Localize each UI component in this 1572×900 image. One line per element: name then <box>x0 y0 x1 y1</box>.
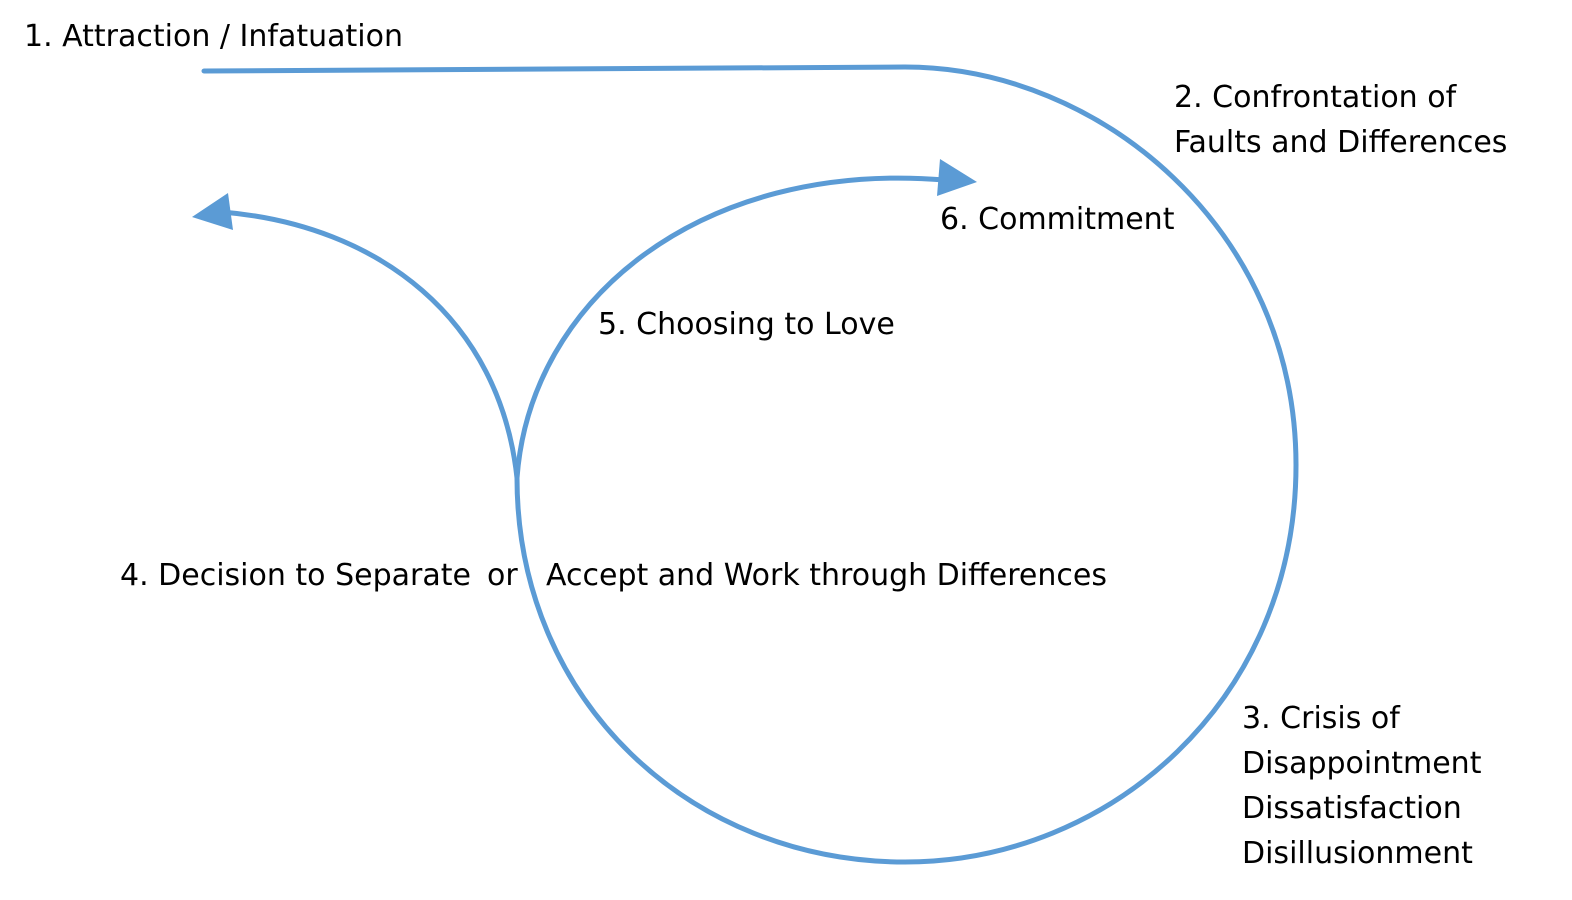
stage-2-label: 2. Confrontation of Faults and Differenc… <box>1174 75 1507 165</box>
attraction-path <box>201 64 1299 865</box>
stage-2-line-1: 2. Confrontation of <box>1174 80 1457 115</box>
or-label: or <box>487 558 518 593</box>
stage-3-label: 3. Crisis of Disappointment Dissatisfact… <box>1242 696 1481 876</box>
stage-3-line-4: Disillusionment <box>1242 836 1473 871</box>
commitment-path <box>514 175 948 481</box>
commitment-arrowhead <box>937 159 977 196</box>
stage-3-line-1: 3. Crisis of <box>1242 701 1400 736</box>
stage-5-label: 5. Choosing to Love <box>598 307 895 342</box>
separate-arrowhead <box>192 193 233 230</box>
stage-6-label: 6. Commitment <box>940 202 1175 237</box>
stage-4-label: 4. Decision to Separate <box>120 558 471 593</box>
stage-2-line-2: Faults and Differences <box>1174 125 1508 160</box>
separate-path <box>219 209 520 481</box>
stage-3-line-2: Disappointment <box>1242 746 1482 781</box>
stage-3-line-3: Dissatisfaction <box>1242 791 1462 826</box>
stage-1-label: 1. Attraction / Infatuation <box>24 19 403 54</box>
accept-label: Accept and Work through Differences <box>546 558 1107 593</box>
